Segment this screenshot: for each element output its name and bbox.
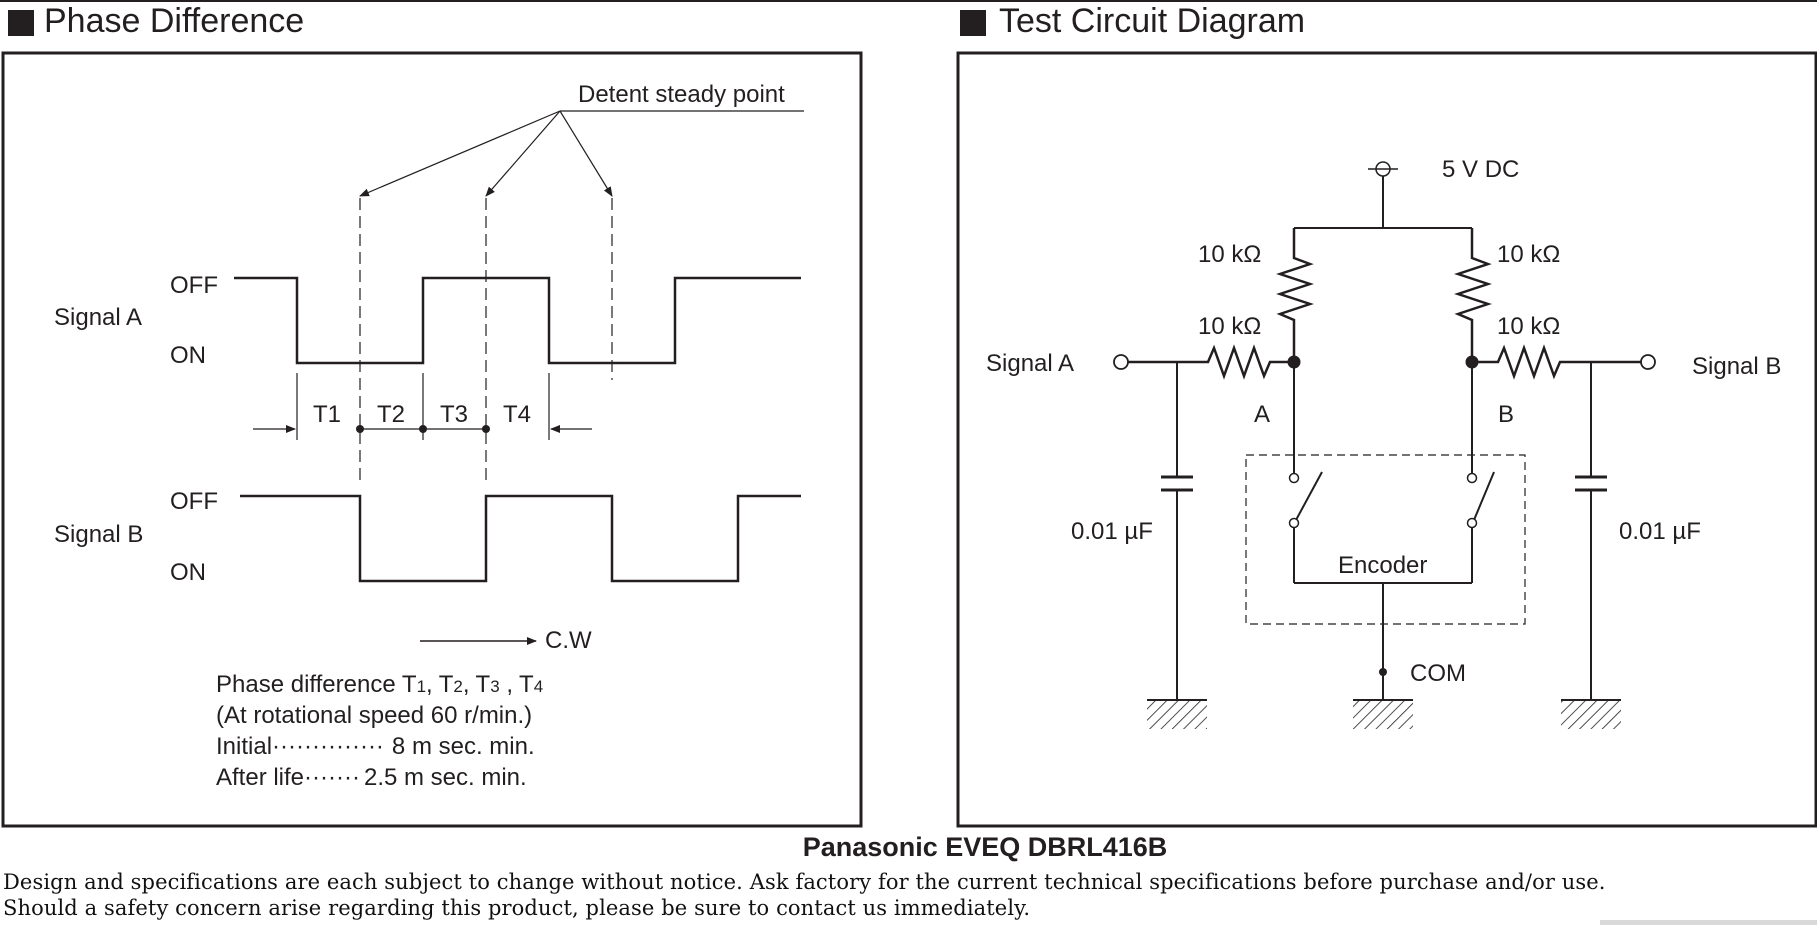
t3-label: T3: [440, 401, 468, 428]
signal-b-terminal-icon: [1640, 354, 1656, 370]
switch-b-blade-icon: [1473, 471, 1495, 521]
phase-note-line-3: Initial··············8 m sec. min.: [216, 733, 535, 760]
signal-b-waveform: [240, 494, 801, 583]
signal-a-terminal-icon: [1113, 354, 1129, 370]
phase-difference-panel: Phase Difference Detent steady point Sig…: [1, 2, 863, 828]
right-series-label: 10 kΩ: [1497, 313, 1560, 340]
timing-dot-1: [356, 425, 364, 433]
t1-label: T1: [313, 401, 341, 428]
node-a-label: A: [1254, 401, 1270, 428]
test-circuit-panel: Test Circuit Diagram 5 V DC 10 kΩ 10 kΩ …: [956, 2, 1817, 828]
com-label: COM: [1410, 660, 1466, 687]
phase-note-line-2: (At rotational speed 60 r/min.): [216, 702, 532, 729]
left-series-resistor-icon: [1128, 344, 1294, 380]
supply-label: 5 V DC: [1442, 156, 1519, 183]
disclaimer-line-1: Design and specifications are each subje…: [3, 870, 1606, 894]
right-pullup-label: 10 kΩ: [1497, 241, 1560, 268]
right-series-resistor-icon: [1472, 344, 1641, 380]
detent-arrow-1: [359, 110, 561, 197]
disclaimer-line-2: Should a safety concern arise regarding …: [3, 896, 1031, 920]
phase-title: Phase Difference: [44, 2, 304, 40]
left-cap-label: 0.01 µF: [1071, 518, 1153, 545]
signal-a-on-label: ON: [170, 342, 206, 369]
signal-b-label: Signal B: [54, 521, 143, 548]
right-cap-label: 0.01 µF: [1619, 518, 1701, 545]
circuit-signal-a-label: Signal A: [986, 350, 1074, 377]
encoder-label: Encoder: [1338, 552, 1427, 579]
left-series-label: 10 kΩ: [1198, 313, 1261, 340]
switch-a-contact-top: [1288, 472, 1300, 484]
phase-note-line-4: After life·······2.5 m sec. min.: [216, 764, 527, 791]
circuit-title-square: [960, 10, 986, 36]
switch-b-contact-bottom: [1466, 517, 1478, 529]
detent-arrow-2: [485, 110, 561, 197]
t2-label: T2: [377, 401, 405, 428]
detent-arrow-3: [559, 110, 613, 197]
product-name: Panasonic EVEQ DBRL416B: [803, 832, 1168, 862]
cw-label: C.W: [545, 627, 592, 654]
timing-dot-3: [482, 425, 490, 433]
signal-b-off-label: OFF: [170, 488, 218, 515]
signal-a-waveform: [234, 276, 801, 365]
com-ground-icon: [1353, 701, 1413, 729]
encoder-box: [1245, 454, 1526, 625]
bottom-scroll-strip: [1600, 920, 1817, 925]
left-pullup-resistor-icon: [1276, 228, 1314, 362]
signal-b-on-label: ON: [170, 559, 206, 586]
com-dot: [1379, 668, 1387, 676]
detent-label: Detent steady point: [578, 81, 785, 108]
switch-a-contact-bottom: [1288, 517, 1300, 529]
t4-label: T4: [503, 401, 531, 428]
node-b-label: B: [1498, 401, 1514, 428]
switch-a-blade-icon: [1295, 471, 1323, 521]
phase-note-line-1: Phase difference T1,T2,T3 ,T4: [216, 671, 543, 698]
left-ground-icon: [1147, 701, 1207, 729]
signal-a-off-label: OFF: [170, 272, 218, 299]
signal-a-label: Signal A: [54, 304, 142, 331]
left-pullup-label: 10 kΩ: [1198, 241, 1261, 268]
circuit-title: Test Circuit Diagram: [999, 2, 1305, 40]
switch-b-contact-top: [1466, 472, 1478, 484]
phase-title-square: [8, 10, 34, 36]
phase-frame: [1, 51, 863, 828]
circuit-signal-b-label: Signal B: [1692, 353, 1781, 380]
circuit-frame: [956, 51, 1817, 828]
right-ground-icon: [1561, 701, 1621, 729]
timing-dot-2: [419, 425, 427, 433]
right-pullup-resistor-icon: [1454, 228, 1492, 362]
